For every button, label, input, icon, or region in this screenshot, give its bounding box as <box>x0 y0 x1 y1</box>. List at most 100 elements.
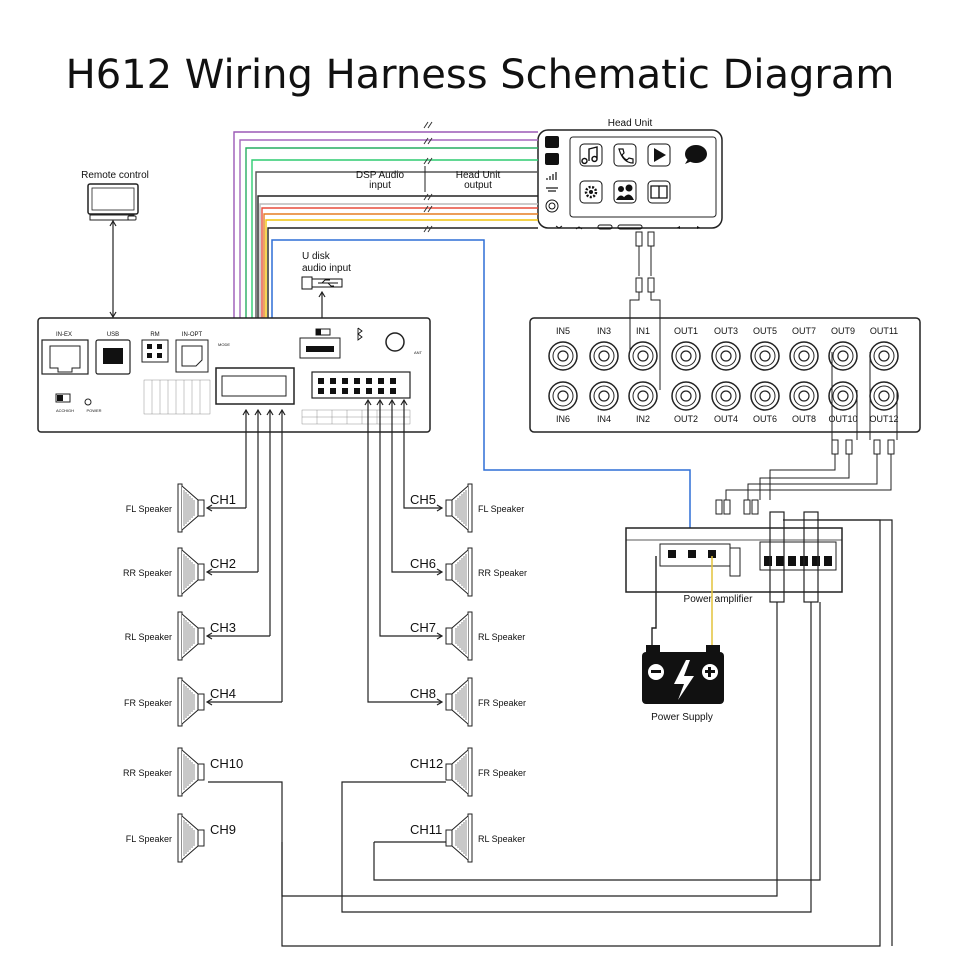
channel-label: CH10 <box>210 756 243 771</box>
antenna-port <box>385 332 405 352</box>
rca-jack-out11: OUT11 <box>869 326 899 371</box>
amp-output-wires <box>208 511 893 947</box>
rca-jack-out8: OUT8 <box>789 381 819 424</box>
channel-wire <box>208 410 283 703</box>
channel-label: CH6 <box>410 556 436 571</box>
left-speaker-1: RR Speaker CH2 <box>123 547 236 597</box>
rca-label: OUT10 <box>828 414 857 424</box>
channel-wire <box>208 410 247 509</box>
speaker-name: RR Speaker <box>478 568 527 578</box>
phone-icon <box>613 143 637 167</box>
power-supply-label: Power Supply <box>651 712 713 723</box>
contacts-icon <box>613 180 637 204</box>
remote-control: Remote control <box>81 170 149 319</box>
speaker-name: FR Speaker <box>478 768 526 778</box>
right-speaker-3: FR Speaker CH8 <box>410 677 526 727</box>
rca-jack-out6: OUT6 <box>750 381 780 424</box>
channel-wire <box>367 400 442 703</box>
book-icon <box>647 180 671 204</box>
chat-icon <box>685 145 707 164</box>
speaker-name: RR Speaker <box>123 568 172 578</box>
head-unit: Head Unit <box>537 118 723 230</box>
rca-label: OUT4 <box>714 414 738 424</box>
speaker-name: FR Speaker <box>478 698 526 708</box>
bluetooth-icon <box>357 327 363 341</box>
rca-jack-out7: OUT7 <box>789 326 819 371</box>
port-label-in-opt: IN-OPT <box>182 332 203 338</box>
rca-label: IN6 <box>556 414 570 424</box>
rca-label: OUT3 <box>714 326 738 336</box>
rca-label: IN5 <box>556 326 570 336</box>
speaker-name: FR Speaker <box>124 698 172 708</box>
right-speaker-0: FL Speaker CH5 <box>410 483 524 533</box>
port-label-in-ex: IN-EX <box>56 332 72 338</box>
right-speaker-4: FR Speaker CH12 <box>410 747 526 797</box>
acc-label: ACC <box>56 408 65 413</box>
speaker-name: RL Speaker <box>478 834 525 844</box>
port-label-rm: RM <box>150 332 159 338</box>
power-amplifier-label: Power amplifier <box>684 594 754 605</box>
play-icon <box>647 143 671 167</box>
speaker-name: RL Speaker <box>125 632 172 642</box>
right-speaker-5: RL Speaker CH11 <box>410 813 525 863</box>
rm-port <box>141 339 169 363</box>
rca-label: OUT8 <box>792 414 816 424</box>
channel-label: CH2 <box>210 556 236 571</box>
rca-jack-in5: IN5 <box>548 326 578 371</box>
rca-label: OUT11 <box>870 326 898 336</box>
channel-label: CH8 <box>410 686 436 701</box>
left-speaker-2: RL Speaker CH3 <box>125 611 236 661</box>
speaker-name: RR Speaker <box>123 768 172 778</box>
rca-label: IN3 <box>597 326 611 336</box>
channel-label: CH5 <box>410 492 436 507</box>
channel-wire <box>403 400 442 509</box>
left-speaker-4: RR Speaker CH10 <box>123 747 243 797</box>
head-unit-output-label: Head Unit <box>456 170 501 181</box>
channel-wire <box>391 400 442 573</box>
rca-jack-in2: IN2 <box>628 381 658 424</box>
port-label-usb: USB <box>107 332 119 338</box>
harness-wires <box>233 121 538 368</box>
battery: Power Supply <box>642 556 724 723</box>
channel-wire <box>208 410 271 637</box>
channel-label: CH12 <box>410 756 443 771</box>
rca-label: IN4 <box>597 414 611 424</box>
usb-icon <box>318 279 338 287</box>
rca-jack-out2: OUT2 <box>671 381 701 424</box>
ant-label: ANT <box>414 350 423 355</box>
rca-jack-out3: OUT3 <box>711 326 741 371</box>
right-speaker-1: RR Speaker CH6 <box>410 547 527 597</box>
rca-label: OUT5 <box>753 326 777 336</box>
rca-jack-out4: OUT4 <box>711 381 741 424</box>
rca-jack-in1: IN1 <box>628 326 658 371</box>
rca-panel: IN5IN6IN3IN4IN1IN2OUT1OUT2OUT3OUT4OUT5OU… <box>529 317 921 433</box>
mode-label: MODE <box>218 342 230 347</box>
speaker-name: FL Speaker <box>126 834 172 844</box>
rca-jack-out1: OUT1 <box>671 326 701 371</box>
head-unit-output-sub-label: output <box>464 180 492 191</box>
channel-label: CH11 <box>410 822 442 837</box>
rca-jack-in3: IN3 <box>589 326 619 371</box>
rca-cable-head-unit <box>629 231 661 390</box>
channel-label: CH3 <box>210 620 236 635</box>
rca-jack-out10: OUT10 <box>828 381 858 424</box>
dsp-audio-sub-label: input <box>369 180 391 191</box>
high-label: HIGH <box>64 408 74 413</box>
rca-label: OUT2 <box>674 414 698 424</box>
remote-control-label: Remote control <box>81 170 149 181</box>
harness-connector <box>215 367 295 405</box>
rca-label: IN1 <box>636 326 650 336</box>
speaker-connector <box>311 371 411 399</box>
rca-jack-out9: OUT9 <box>828 326 858 371</box>
rca-label: OUT9 <box>831 326 855 336</box>
speaker-name: FL Speaker <box>478 504 524 514</box>
rca-label: IN2 <box>636 414 650 424</box>
channel-label: CH1 <box>210 492 236 507</box>
channel-wire <box>379 400 442 637</box>
